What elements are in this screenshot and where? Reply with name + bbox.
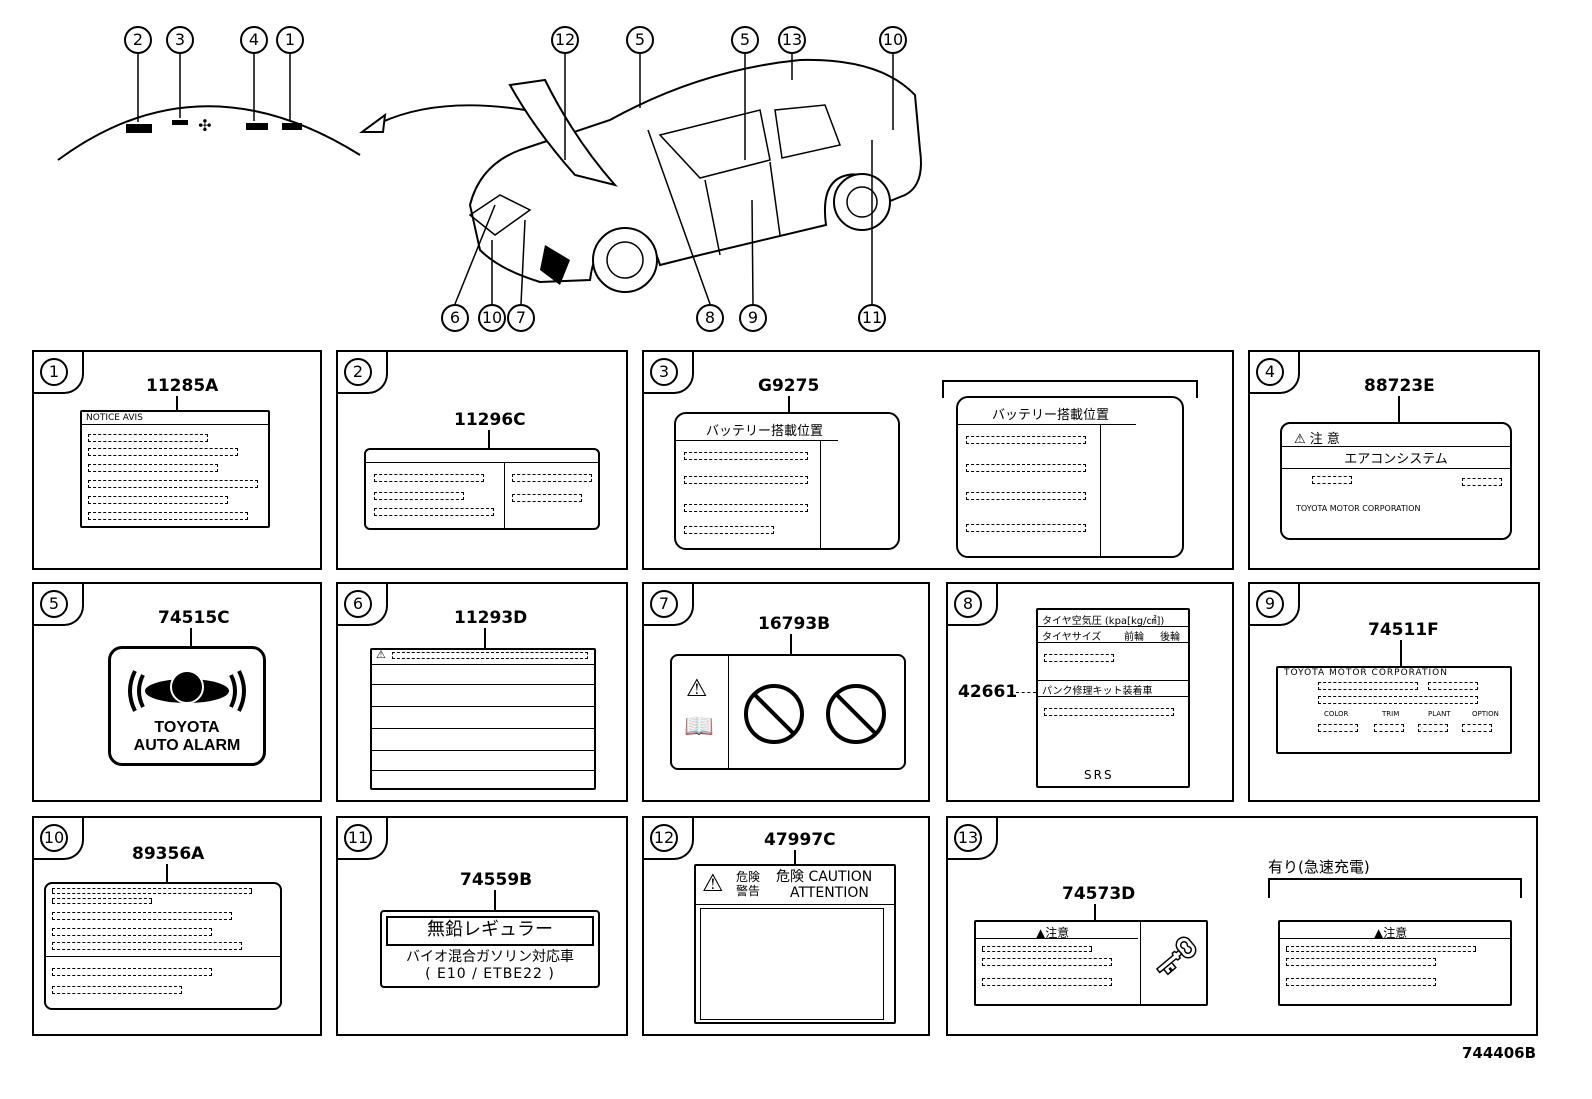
part-number: 11285A (146, 376, 219, 396)
label-panel-8: 8 42661 タイヤ空気圧 (kpa[kg/㎠]) タイヤサイズ 前輪 後輪 … (946, 582, 1234, 802)
panel-callout: 8 (954, 590, 982, 618)
label-drawing-a: ▲注意 🗝 (974, 920, 1208, 1006)
panel-callout: 3 (650, 358, 678, 386)
panel-callout: 13 (954, 824, 982, 852)
part-number: 16793B (758, 614, 831, 634)
label-panel-5: 5 74515C TOYOTA AUTO ALARM (32, 582, 322, 802)
part-number: 88723E (1364, 376, 1435, 396)
callout-6: 6 (441, 304, 469, 332)
callout-3: 3 (166, 26, 194, 54)
label-drawing: TOYOTA AUTO ALARM (108, 646, 266, 766)
label-drawing: 無鉛レギュラー バイオ混合ガソリン対応車 ( E10 / ETBE22 ) (380, 910, 600, 988)
part-number: G9275 (758, 376, 820, 396)
label-panel-9: 9 74511F TOYOTA MOTOR CORPORATION COLOR … (1248, 582, 1540, 802)
panel-callout: 2 (344, 358, 372, 386)
label-drawing: TOYOTA MOTOR CORPORATION COLOR TRIM PLAN… (1276, 666, 1512, 754)
label-drawing: NOTICE AVIS (80, 410, 270, 528)
part-number: 74515C (158, 608, 230, 628)
svg-text:✣: ✣ (198, 116, 211, 135)
callout-4: 4 (240, 26, 268, 54)
prohibition-icons (744, 684, 886, 744)
alarm-icon (128, 670, 246, 712)
part-number: 74559B (460, 870, 533, 890)
option-label: 有り(急速充電) (1268, 858, 1370, 876)
part-number: 47997C (764, 830, 836, 850)
callout-10a: 10 (879, 26, 907, 54)
label-panel-10: 10 89356A (32, 816, 322, 1036)
label-panel-6: 6 11293D ⚠ (336, 582, 628, 802)
part-number: 11293D (454, 608, 528, 628)
key-icon: 🗝 (1152, 934, 1201, 978)
callout-7: 7 (507, 304, 535, 332)
callout-12: 12 (551, 26, 579, 54)
callout-1: 1 (276, 26, 304, 54)
callout-2: 2 (124, 26, 152, 54)
panel-callout: 1 (40, 358, 68, 386)
label-panel-11: 11 74559B 無鉛レギュラー バイオ混合ガソリン対応車 ( E10 / E… (336, 816, 628, 1036)
label-drawing (44, 882, 282, 1010)
label-panel-12: 12 47997C ⚠ 危険 警告 危険 CAUTION ATTENTION (642, 816, 930, 1036)
label-drawing (364, 448, 600, 530)
panel-callout: 7 (650, 590, 678, 618)
label-panel-3: 3 G9275 バッテリー搭載位置 バッテリー搭載位置 (642, 350, 1234, 570)
panel-callout: 5 (40, 590, 68, 618)
part-number: 74573D (1062, 884, 1136, 904)
callout-9: 9 (739, 304, 767, 332)
panel-callout: 6 (344, 590, 372, 618)
vehicle-illustration: ✣ (57, 54, 922, 305)
label-panel-4: 4 88723E ⚠ 注 意 エアコンシステム TOYOTA MOTOR COR… (1248, 350, 1540, 570)
label-drawing-b: バッテリー搭載位置 (956, 396, 1184, 558)
part-number: 74511F (1368, 620, 1439, 640)
part-number: 89356A (132, 844, 205, 864)
panel-callout: 12 (650, 824, 678, 852)
label-panel-7: 7 16793B ⚠ 📖 (642, 582, 930, 802)
label-drawing-b: ▲注意 (1278, 920, 1512, 1006)
callout-5b: 5 (731, 26, 759, 54)
label-drawing: ⚠ 注 意 エアコンシステム TOYOTA MOTOR CORPORATION (1280, 422, 1512, 540)
label-drawing: ⚠ (370, 648, 596, 790)
label-drawing: タイヤ空気圧 (kpa[kg/㎠]) タイヤサイズ 前輪 後輪 パンク修理キット… (1036, 608, 1190, 788)
panel-callout: 11 (344, 824, 372, 852)
label-panel-1: 1 11285A NOTICE AVIS (32, 350, 322, 570)
figure-id: 744406B (1462, 1044, 1537, 1062)
callout-5a: 5 (626, 26, 654, 54)
label-drawing-a: バッテリー搭載位置 (674, 412, 900, 550)
panel-callout: 4 (1256, 358, 1284, 386)
manual-icon: 📖 (684, 712, 714, 740)
callout-13: 13 (778, 26, 806, 54)
panel-callout: 9 (1256, 590, 1284, 618)
callout-10b: 10 (478, 304, 506, 332)
part-number: 42661 (958, 682, 1018, 702)
callout-8: 8 (696, 304, 724, 332)
warning-icon: ⚠ (686, 674, 708, 702)
label-drawing: ⚠ 危険 警告 危険 CAUTION ATTENTION (694, 864, 896, 1024)
panel-callout: 10 (40, 824, 68, 852)
label-drawing: ⚠ 📖 (670, 654, 906, 770)
label-panel-13: 13 74573D ▲注意 🗝 有り(急速充電) ▲注意 (946, 816, 1538, 1036)
part-number: 11296C (454, 410, 526, 430)
callout-11: 11 (858, 304, 886, 332)
label-panel-2: 2 11296C (336, 350, 628, 570)
